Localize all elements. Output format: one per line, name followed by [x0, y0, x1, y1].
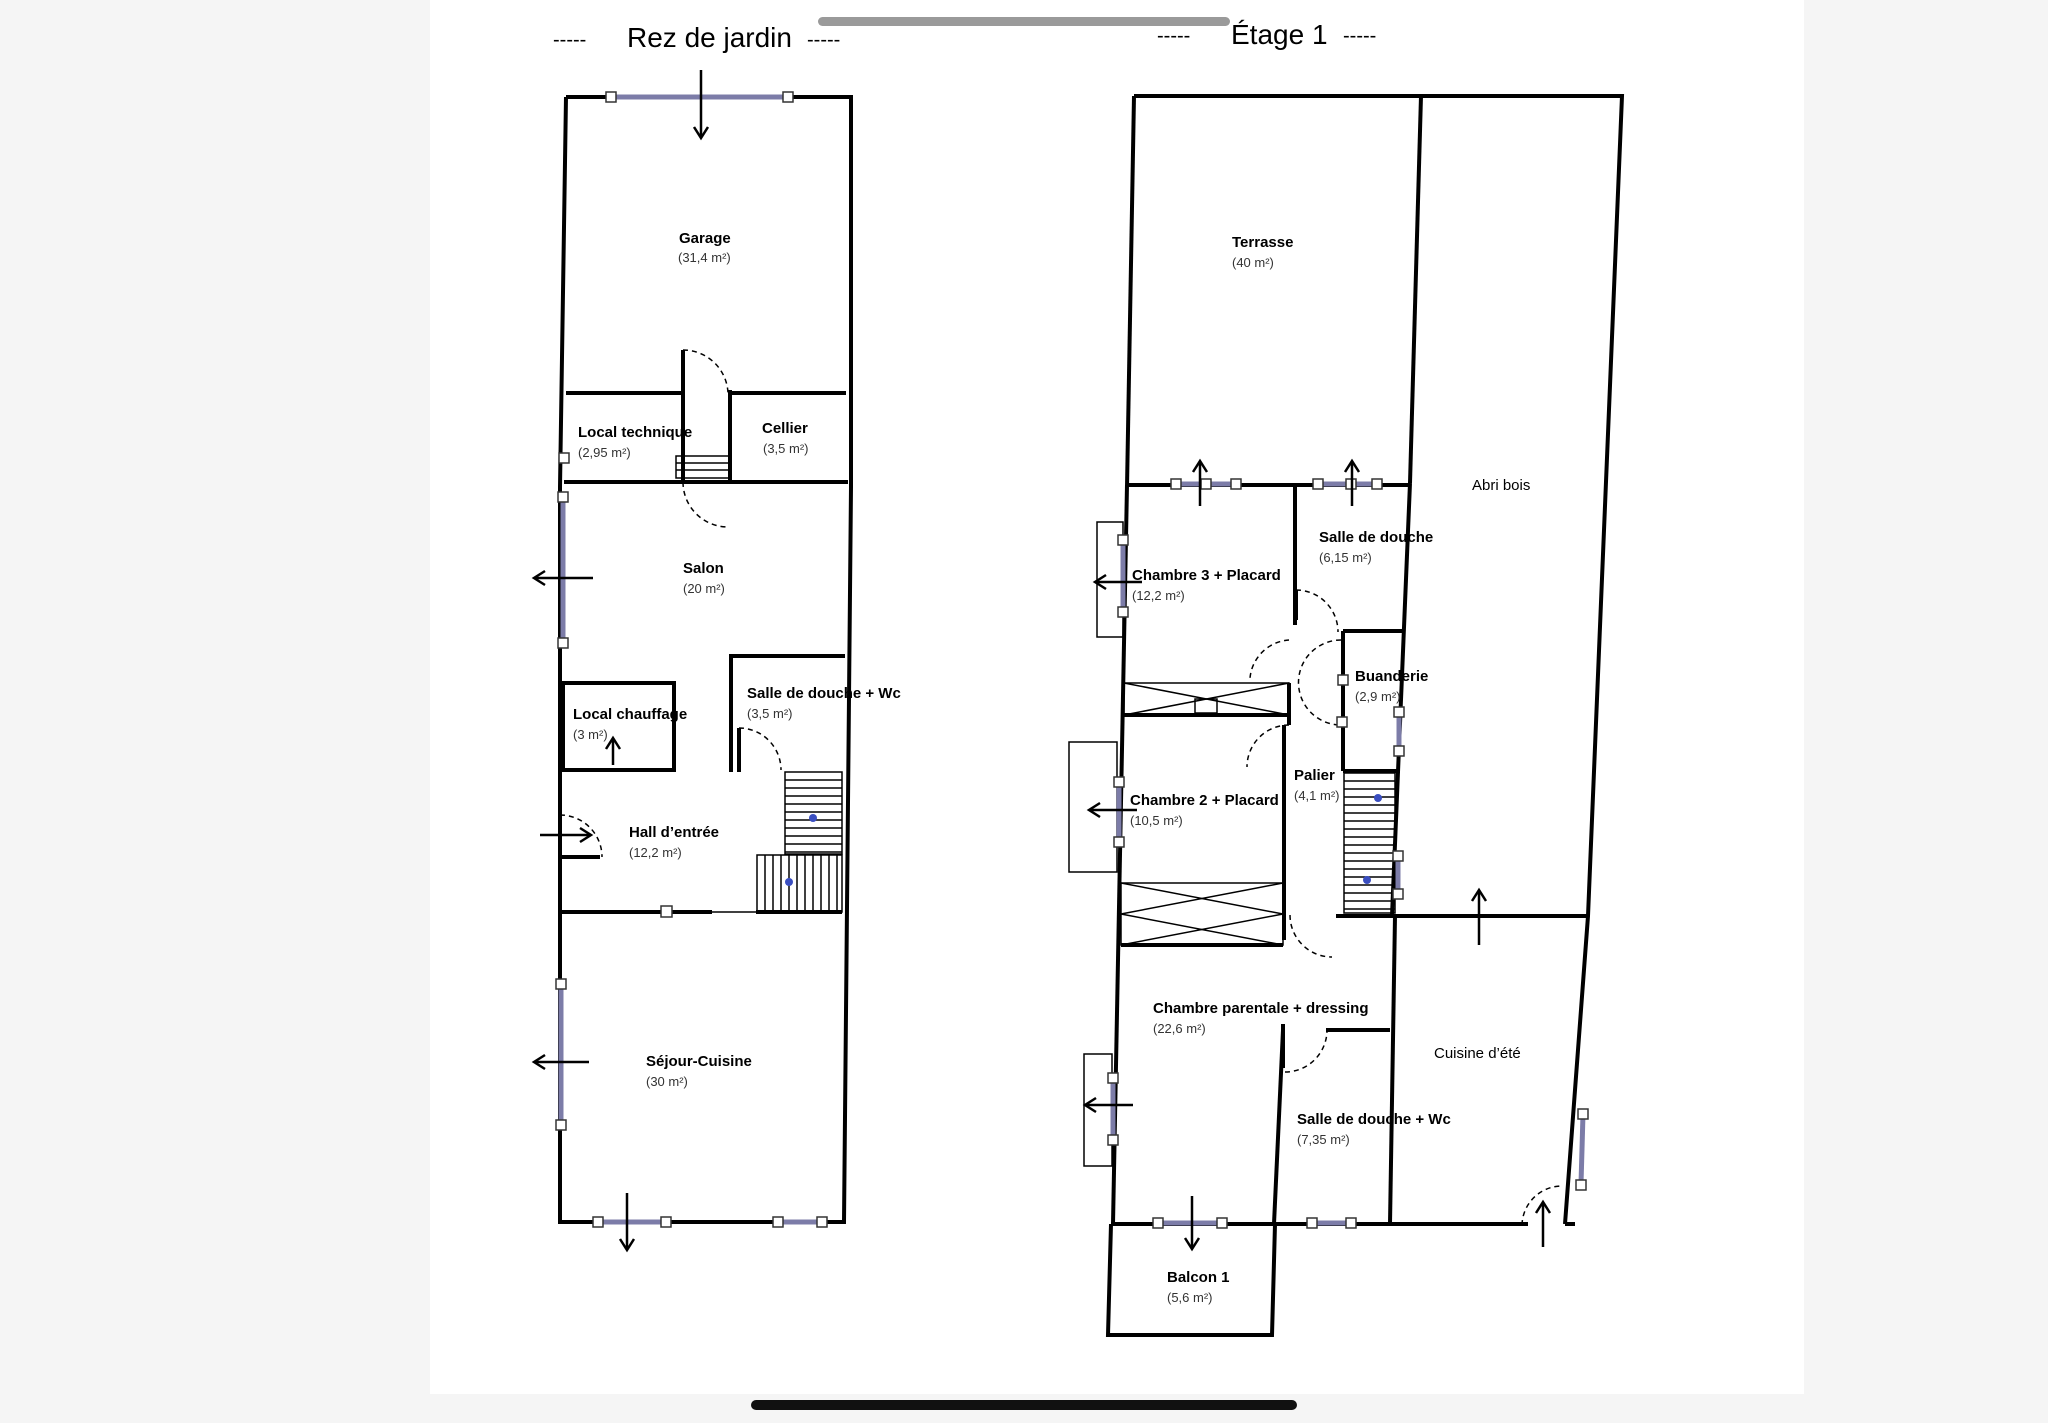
door-arc — [682, 349, 729, 394]
room-sejour-cuisine: Séjour-Cuisine (30 m²) — [646, 1053, 752, 1089]
top-drag-handle[interactable] — [818, 17, 1230, 26]
svg-text:Local technique: Local technique — [578, 424, 692, 441]
svg-text:Balcon 1: Balcon 1 — [1167, 1269, 1230, 1286]
room-terrasse: Terrasse (40 m²) — [1232, 234, 1293, 270]
room-abri-bois: Abri bois — [1472, 477, 1530, 494]
svg-text:Terrasse: Terrasse — [1232, 234, 1293, 251]
svg-text:(40 m²): (40 m²) — [1232, 255, 1274, 270]
ground-floor-plan: Garage (31,4 m²) Local technique (2,95 m… — [531, 70, 901, 1253]
svg-text:Chambre parentale + dressing: Chambre parentale + dressing — [1153, 1000, 1369, 1017]
svg-text:(12,2 m²): (12,2 m²) — [629, 845, 682, 860]
svg-text:Salon: Salon — [683, 560, 724, 577]
svg-text:Salle de douche: Salle de douche — [1319, 529, 1433, 546]
svg-text:Palier: Palier — [1294, 767, 1335, 784]
stair-marker — [785, 878, 793, 886]
room-salle-douche-etage: Salle de douche (6,15 m²) — [1319, 529, 1433, 565]
svg-text:-----: ----- — [553, 29, 586, 51]
svg-text:-----: ----- — [1343, 25, 1376, 47]
ground-outer-wall — [558, 95, 853, 1224]
ground-stairs — [756, 771, 843, 913]
svg-text:Local chauffage: Local chauffage — [573, 706, 687, 723]
svg-text:(5,6 m²): (5,6 m²) — [1167, 1290, 1213, 1305]
room-balcon-1: Balcon 1 (5,6 m²) — [1167, 1269, 1230, 1305]
room-chambre-3: Chambre 3 + Placard (12,2 m²) — [1132, 567, 1281, 603]
ground-floor-title: ----- Rez de jardin ----- — [553, 22, 840, 53]
room-salon: Salon (20 m²) — [683, 560, 725, 596]
svg-text:(4,1 m²): (4,1 m²) — [1294, 788, 1340, 803]
local-chauffage-walls — [561, 681, 676, 772]
first-stairs — [1343, 772, 1396, 914]
first-floor-plan: Terrasse (40 m²) Abri bois Salle de douc… — [1068, 94, 1625, 1337]
stair-marker — [809, 814, 817, 822]
room-cellier: Cellier (3,5 m²) — [762, 420, 809, 456]
svg-text:Buanderie: Buanderie — [1355, 668, 1428, 685]
room-buanderie: Buanderie (2,9 m²) — [1355, 668, 1428, 704]
stair-marker — [1374, 794, 1382, 802]
svg-text:(6,15 m²): (6,15 m²) — [1319, 550, 1372, 565]
room-salle-douche-wc-etage: Salle de douche + Wc (7,35 m²) — [1297, 1111, 1451, 1147]
first-arrows — [1082, 458, 1552, 1252]
svg-text:(10,5 m²): (10,5 m²) — [1130, 813, 1183, 828]
svg-text:(3 m²): (3 m²) — [573, 727, 608, 742]
svg-text:(3,5 m²): (3,5 m²) — [747, 706, 793, 721]
svg-text:Salle de douche + Wc: Salle de douche + Wc — [747, 685, 901, 702]
svg-text:Abri bois: Abri bois — [1472, 477, 1530, 494]
svg-text:Rez de jardin: Rez de jardin — [627, 22, 792, 53]
home-indicator[interactable] — [751, 1400, 1297, 1410]
svg-text:Garage: Garage — [679, 230, 731, 247]
svg-text:(7,35 m²): (7,35 m²) — [1297, 1132, 1350, 1147]
svg-text:Cellier: Cellier — [762, 420, 808, 437]
svg-text:Séjour-Cuisine: Séjour-Cuisine — [646, 1053, 752, 1070]
svg-text:(31,4 m²): (31,4 m²) — [678, 250, 731, 265]
svg-text:(2,9 m²): (2,9 m²) — [1355, 689, 1401, 704]
first-outer-wall — [1134, 94, 1625, 1225]
svg-text:(12,2 m²): (12,2 m²) — [1132, 588, 1185, 603]
room-chambre-parentale: Chambre parentale + dressing (22,6 m²) — [1153, 1000, 1369, 1036]
first-floor-title: ----- Étage 1 ----- — [1157, 19, 1376, 50]
svg-text:Chambre 2 + Placard: Chambre 2 + Placard — [1130, 792, 1279, 809]
room-garage: Garage (31,4 m²) — [678, 230, 731, 265]
svg-text:-----: ----- — [807, 29, 840, 51]
svg-text:Cuisine d’été: Cuisine d’été — [1434, 1045, 1521, 1062]
room-palier: Palier (4,1 m²) — [1294, 767, 1340, 803]
svg-text:(2,95 m²): (2,95 m²) — [578, 445, 631, 460]
room-salle-douche-wc: Salle de douche + Wc (3,5 m²) — [747, 685, 901, 721]
svg-text:Salle de douche + Wc: Salle de douche + Wc — [1297, 1111, 1451, 1128]
room-hall-entree: Hall d’entrée (12,2 m²) — [629, 824, 719, 860]
svg-text:(30 m²): (30 m²) — [646, 1074, 688, 1089]
stair-marker — [1363, 876, 1371, 884]
svg-text:(20 m²): (20 m²) — [683, 581, 725, 596]
svg-text:-----: ----- — [1157, 25, 1190, 47]
svg-text:Hall d’entrée: Hall d’entrée — [629, 824, 719, 841]
svg-text:(3,5 m²): (3,5 m²) — [763, 441, 809, 456]
svg-text:(22,6 m²): (22,6 m²) — [1153, 1021, 1206, 1036]
room-chambre-2: Chambre 2 + Placard (10,5 m²) — [1130, 792, 1279, 828]
room-cuisine-ete: Cuisine d’été — [1434, 1045, 1521, 1062]
floor-plan-sheet — [430, 0, 1804, 1394]
room-local-technique: Local technique (2,95 m²) — [578, 424, 692, 460]
svg-text:Chambre 3 + Placard: Chambre 3 + Placard — [1132, 567, 1281, 584]
room-local-chauffage: Local chauffage (3 m²) — [573, 706, 687, 742]
svg-text:Étage 1: Étage 1 — [1231, 19, 1328, 50]
ground-arrows — [531, 70, 710, 1253]
